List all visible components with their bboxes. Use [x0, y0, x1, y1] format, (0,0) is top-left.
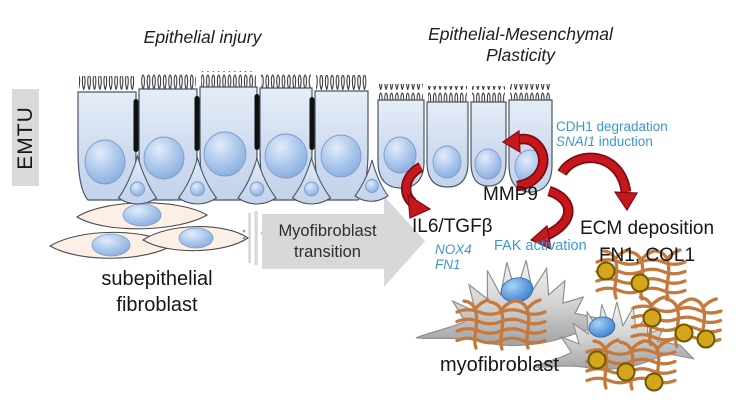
cilia: [379, 84, 551, 103]
ecm-deposition-label: ECM deposition FN1, COL1: [579, 218, 715, 266]
snai1-induction-label: SNAI1 induction: [556, 134, 653, 149]
cdh1-degradation-label: CDH1 degradation: [556, 119, 668, 134]
emtu-badge: EMTU: [12, 89, 39, 186]
right-title-line1: Epithelial-Mesenchymal: [428, 24, 613, 44]
right-panel-title: Epithelial-Mesenchymal Plasticity: [403, 24, 638, 66]
basal-cells: [117, 153, 389, 205]
matrix-gold-granules: [587, 261, 716, 392]
myofibroblast-transition-label: Myofibroblast transition: [278, 222, 377, 261]
transition-block-arrow-icon: [262, 196, 425, 287]
subepithelial-fibroblast-cells: [48, 202, 249, 259]
cdh1-snai1-label: CDH1 degradation SNAI1 induction: [556, 119, 668, 149]
red-arrows: [400, 129, 639, 251]
emtu-label: EMTU: [13, 105, 37, 170]
ecm-matrix-patches: [455, 248, 724, 392]
injured-epithelium: [77, 71, 389, 205]
nox4-fn1-label: NOX4 FN1: [435, 242, 472, 272]
arrow-to-fak-icon: [543, 187, 572, 240]
il6-tgfb-label: IL6/TGFβ: [412, 216, 493, 237]
fak-activation-label: FAK activation: [494, 238, 587, 254]
left-panel-title: Epithelial injury: [143, 27, 262, 47]
tight-junction-bars: [133, 94, 315, 152]
arrow-to-ecm-icon: [558, 154, 630, 193]
arrow-emt-loop-icon: [516, 135, 547, 190]
cilia: [79, 71, 367, 93]
myofibroblast-label: myofibroblast: [440, 354, 559, 376]
mmp9-label: MMP9: [483, 184, 538, 205]
subepithelial-fibroblast-label: subepithelial fibroblast: [101, 268, 213, 316]
right-title-line2: Plasticity: [485, 45, 556, 65]
